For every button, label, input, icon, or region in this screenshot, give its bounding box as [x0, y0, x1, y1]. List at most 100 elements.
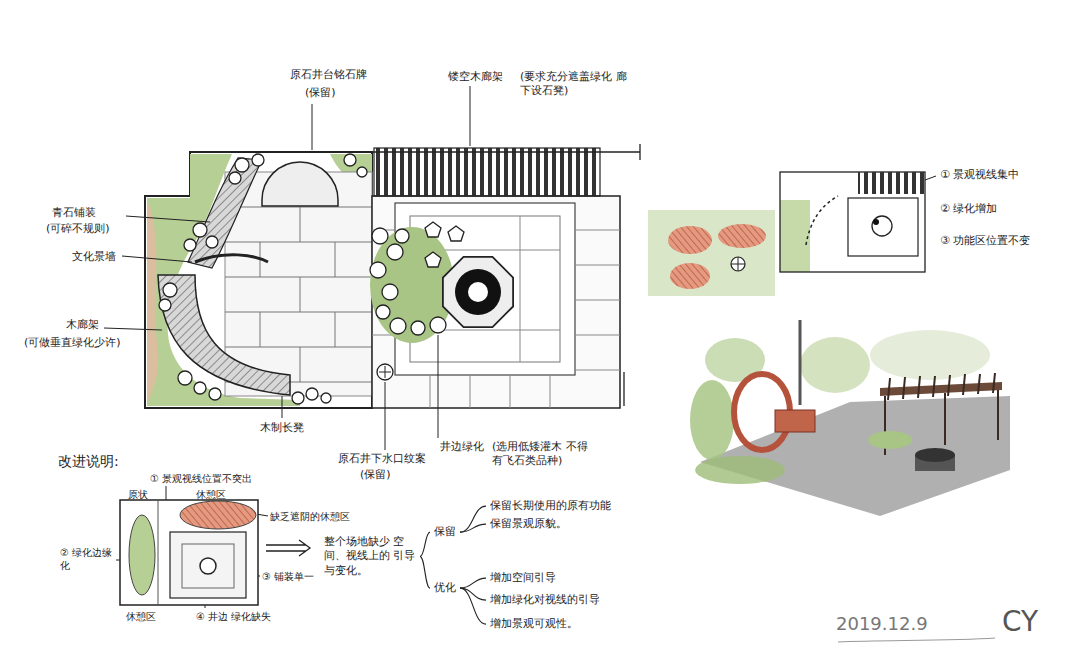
site-plan-part-part [575, 265, 620, 266]
node-text: 保留 [434, 525, 456, 539]
node-text: 增加景观可观性。 [490, 617, 578, 631]
note-node: 优化 [432, 580, 458, 596]
site-plan-part [145, 152, 372, 408]
site-plan-part-part [252, 154, 264, 166]
node-text: 增加绿化对视线的引导 [490, 593, 600, 607]
diagram-label: 休憩区 [196, 488, 226, 501]
improvement-sketch-part [873, 219, 879, 225]
perspective-sketch-part [915, 448, 955, 462]
site-plan-part-part [225, 347, 372, 348]
site-plan-part-part [370, 262, 386, 278]
site-plan-part-part [575, 335, 620, 336]
site-plan-part-part [575, 370, 620, 371]
site-plan-part-part [575, 230, 620, 231]
site-plan-part-part [225, 277, 372, 278]
note-node: 增加空间引导 [488, 570, 558, 586]
site-plan-part-part [390, 318, 406, 334]
perspective-sketch-part [695, 456, 785, 484]
site-plan-part-part [470, 375, 471, 408]
node-text: 整个场地缺少 空间、视线上的 引导与变化。 [324, 535, 416, 578]
improvement-sketch-part [668, 226, 712, 254]
callout-note: (要求充分遮盖绿化 廊下设石凳) [520, 70, 628, 99]
site-plan-part-part [387, 244, 403, 260]
site-plan-part-part [376, 305, 390, 319]
site-plan-part-part [178, 371, 192, 385]
site-plan-part-part [206, 236, 218, 248]
site-plan-part [225, 207, 372, 382]
site-plan-part [370, 227, 454, 343]
site-plan-part [370, 228, 446, 335]
leader-lines-part [385, 382, 386, 450]
callout-label: 青石铺装 [52, 206, 96, 220]
site-plan-part-part [430, 375, 431, 408]
improvement-sketch-part [670, 263, 710, 289]
site-plan-part-part [335, 312, 336, 347]
node-text: 保留景观原貌。 [490, 517, 567, 531]
perspective-sketch-part-part [944, 393, 946, 445]
perspective-sketch-part [799, 320, 802, 405]
perspective-sketch-part-part [933, 376, 935, 397]
leader-lines-part [104, 328, 162, 330]
site-plan-part [443, 257, 513, 327]
improvement-sketch-part [718, 224, 766, 248]
site-plan-part [377, 364, 393, 380]
perspective-sketch-part-part [997, 390, 999, 440]
branch-line [460, 524, 486, 532]
site-plan-part-part [448, 226, 464, 241]
note-node: 保留景观原貌。 [488, 516, 569, 532]
callout-number: ③ 铺装单一 [262, 570, 314, 583]
site-plan-part-part [306, 388, 318, 400]
site-plan-part-part [425, 222, 441, 237]
callout-label: 木制长凳 [260, 421, 304, 435]
perspective-sketch-part [800, 337, 870, 393]
callout-label: 井边绿化 [440, 440, 484, 454]
site-plan-part [468, 282, 488, 302]
site-plan-part-part [159, 299, 171, 311]
leader-lines-part [312, 104, 313, 150]
perspective-sketch-part-part [978, 374, 980, 394]
site-plan-part-part [229, 172, 241, 184]
site-plan-part-part [520, 216, 521, 362]
note-node: 保留长期使用的原有功能 [488, 498, 613, 514]
improvement-sketch-part [848, 198, 918, 256]
site-plan-part [425, 222, 464, 267]
perspective-sketch-part [868, 431, 912, 449]
site-plan-part-part [550, 375, 551, 408]
branch-line [420, 532, 430, 556]
improvement-sketch-part [806, 196, 838, 245]
site-plan-part [147, 200, 158, 405]
site-plan-part-part [357, 167, 367, 177]
perspective-sketch [690, 320, 1010, 516]
site-plan-part [623, 372, 624, 406]
leader-lines-part [470, 86, 471, 146]
site-plan-part-part [300, 347, 301, 382]
analysis-diagram-part [266, 540, 310, 556]
note-node: 保留 [432, 524, 458, 540]
improvement-sketch-part [872, 216, 892, 236]
perspective-sketch-part-part [888, 378, 890, 400]
date-signature: 2019.12.9 [836, 612, 928, 635]
callout-number: ④ 井边 绿化缺失 [196, 610, 271, 623]
site-plan-part-part [382, 284, 398, 300]
improvement-sketch-part [731, 257, 745, 271]
callout-number: ③ 功能区位置不变 [940, 234, 1030, 248]
site-plan-part-part [292, 392, 304, 404]
node-text: 保留长期使用的原有功能 [490, 499, 611, 513]
node-text: 优化 [434, 581, 456, 595]
site-plan-part-part [321, 393, 331, 403]
callout-label: 原石井台铭石牌 [290, 68, 367, 82]
site-plan-part-part [235, 158, 249, 172]
site-plan-part-part [395, 229, 409, 243]
perspective-sketch-part-part [903, 377, 905, 399]
improvement-sketch-part [780, 200, 810, 272]
site-plan-part-part [300, 277, 301, 312]
branch-line [420, 556, 430, 588]
leader-lines-part [122, 256, 192, 262]
site-plan-part [455, 269, 501, 315]
improvement-sketch-part [925, 176, 936, 180]
callout-label: 木廊架 [66, 318, 99, 332]
site-plan-part-part [209, 388, 221, 400]
analysis-diagram-part [158, 500, 159, 605]
perspective-sketch-part [690, 380, 734, 460]
